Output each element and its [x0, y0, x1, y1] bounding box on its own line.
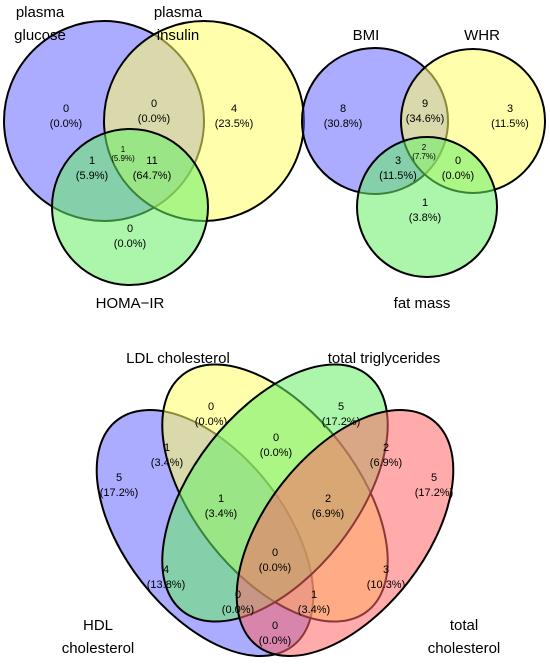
region-count: 3: [383, 564, 389, 576]
region-count: 4: [163, 564, 169, 576]
venn-2: BMI WHR fat mass 8 (30.8%) 9 (34.6%) 3 (…: [301, 27, 546, 312]
set-circle-fat-mass: [356, 136, 498, 278]
region-count: 0: [63, 103, 69, 115]
set-label-plasma-insulin: plasma: [154, 4, 203, 21]
set-circle-homa-ir: [51, 128, 209, 286]
region-percent: (3.4%): [151, 457, 183, 469]
region-count: 2: [383, 442, 389, 454]
region-count: 3: [395, 155, 401, 167]
set-label-plasma-insulin: insulin: [157, 27, 200, 44]
region-percent: (6.9%): [312, 508, 344, 520]
set-label-plasma-glucose: plasma: [16, 4, 65, 21]
region-count: 0: [127, 223, 133, 235]
region-count: 0: [273, 432, 279, 444]
region-percent: (23.5%): [215, 118, 254, 130]
region-percent: (3.4%): [205, 508, 237, 520]
region-count: 2: [422, 143, 427, 152]
region-percent: (0.0%): [260, 447, 292, 459]
region-percent: (11.5%): [379, 170, 417, 182]
region-count: 0: [272, 620, 278, 632]
region-count: 3: [507, 103, 513, 115]
set-label-hdl-cholesterol: HDL: [83, 617, 113, 634]
region-percent: (3.4%): [298, 604, 330, 616]
region-percent: (17.2%): [322, 416, 361, 428]
set-ellipse-total-cholesterol: [235, 409, 455, 657]
region-percent: (10.3%): [367, 579, 406, 591]
set-label-plasma-glucose: glucose: [14, 27, 66, 44]
region-percent: (17.2%): [415, 487, 454, 499]
region-count: 0: [208, 401, 214, 413]
region-count: 1: [311, 589, 317, 601]
region-count: 0: [455, 155, 461, 167]
region-percent: (0.0%): [114, 238, 146, 250]
region-percent: (5.9%): [111, 154, 135, 163]
region-count: 1: [121, 145, 126, 154]
region-percent: (17.2%): [100, 487, 139, 499]
region-percent: (0.0%): [50, 118, 82, 130]
set-label-ldl-cholesterol: LDL cholesterol: [126, 350, 230, 367]
region-count: 11: [146, 155, 157, 167]
region-percent: (0.0%): [222, 604, 254, 616]
region-percent: (0.0%): [259, 562, 291, 574]
set-label-total-cholesterol: cholesterol: [428, 640, 501, 657]
set-label-whr: WHR: [464, 27, 500, 44]
region-count: 1: [218, 493, 224, 505]
region-count: 9: [422, 98, 428, 110]
venn-3: LDL cholesterol total triglycerides HDL …: [62, 350, 501, 657]
region-count: 0: [272, 547, 278, 559]
region-count: 5: [431, 472, 437, 484]
region-count: 0: [235, 589, 241, 601]
region-percent: (6.9%): [370, 457, 402, 469]
set-label-total-triglycerides: total triglycerides: [328, 350, 441, 367]
set-label-total-cholesterol: total: [450, 617, 478, 634]
region-percent: (64.7%): [133, 170, 172, 182]
venn-1: plasma glucose plasma insulin HOMA−IR 0 …: [3, 4, 305, 312]
set-label-fat-mass: fat mass: [394, 295, 451, 312]
set-label-hdl-cholesterol: cholesterol: [62, 640, 135, 657]
region-percent: (7.7%): [412, 152, 436, 161]
region-count: 4: [231, 103, 237, 115]
region-percent: (0.0%): [259, 635, 291, 647]
region-count: 1: [422, 197, 428, 209]
region-percent: (34.6%): [406, 113, 445, 125]
region-count: 8: [340, 103, 346, 115]
region-count: 1: [164, 442, 170, 454]
set-label-homa-ir: HOMA−IR: [96, 295, 165, 312]
region-count: 2: [325, 493, 331, 505]
region-count: 1: [89, 155, 95, 167]
region-percent: (5.9%): [76, 170, 108, 182]
region-percent: (11.5%): [491, 118, 529, 130]
region-percent: (0.0%): [442, 170, 474, 182]
region-percent: (13.8%): [147, 579, 186, 591]
set-label-bmi: BMI: [353, 27, 380, 44]
region-count: 5: [338, 401, 344, 413]
region-percent: (30.8%): [324, 118, 363, 130]
region-percent: (3.8%): [409, 212, 441, 224]
region-percent: (0.0%): [138, 113, 170, 125]
region-count: 5: [116, 472, 122, 484]
region-percent: (0.0%): [195, 416, 227, 428]
region-count: 0: [151, 98, 157, 110]
